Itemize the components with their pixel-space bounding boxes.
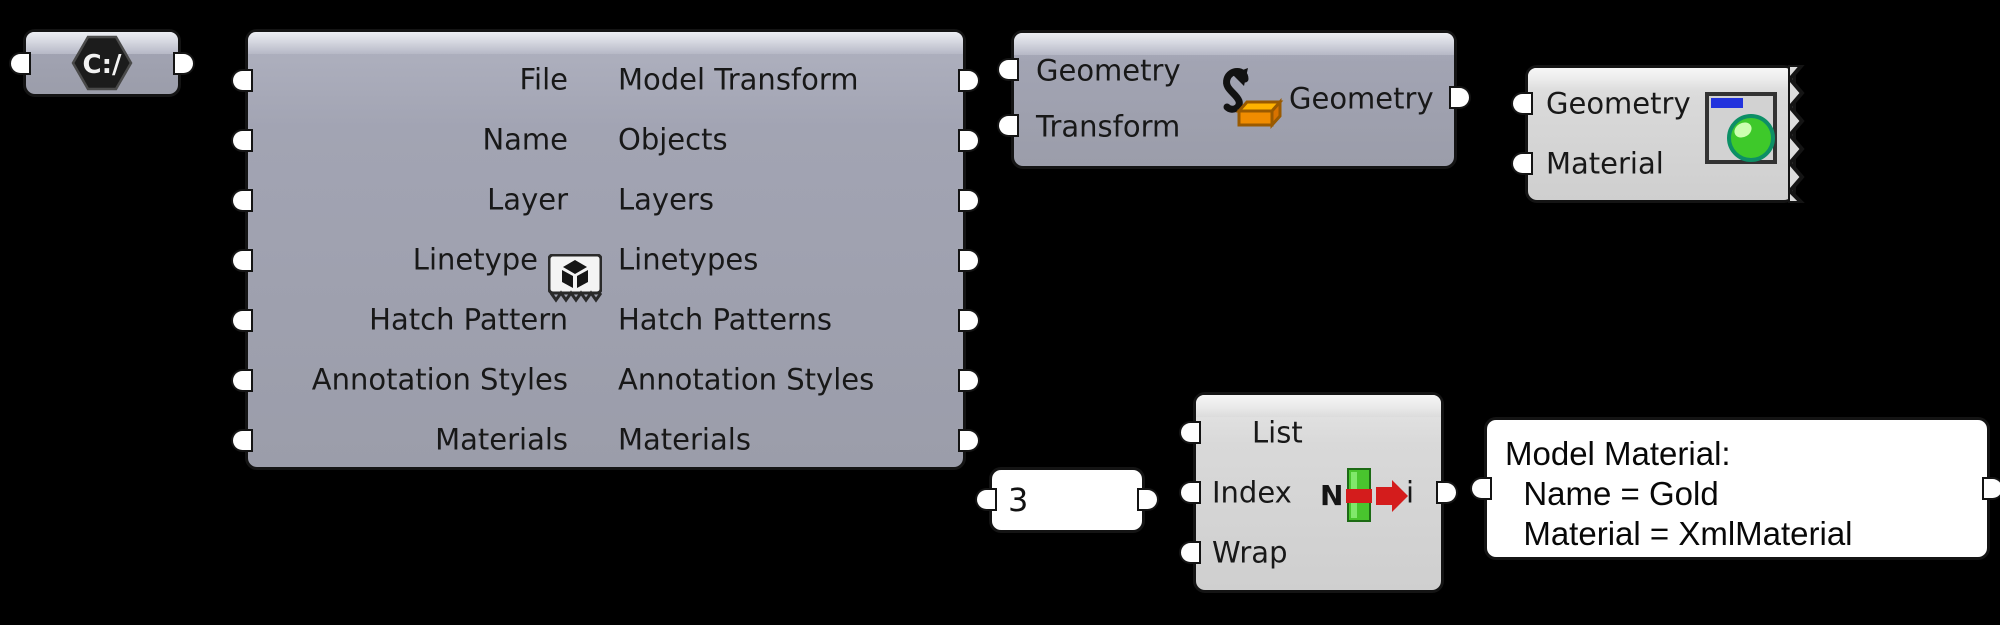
port-input-layer[interactable] <box>233 191 251 210</box>
output-label-layers: Layers <box>618 182 714 217</box>
node-number[interactable]: 3 <box>977 470 1157 530</box>
input-label-layer: Layer <box>487 182 568 217</box>
output-label-hatch-patterns: Hatch Patterns <box>618 302 832 337</box>
input-label-wrap: Wrap <box>1212 535 1288 570</box>
output-label-objects: Objects <box>618 122 728 157</box>
port-input-transform[interactable] <box>999 116 1017 135</box>
node-glass-highlight <box>1014 33 1454 55</box>
list-icon-letter: N <box>1320 479 1343 512</box>
list-item-index-arrow-icon: N <box>1320 468 1408 522</box>
node-panel[interactable]: Model Material: Name = Gold Material = X… <box>1472 420 2000 557</box>
port-input-hatch-pattern[interactable] <box>233 311 251 330</box>
port-input-wrap[interactable] <box>1181 543 1199 562</box>
output-label-linetypes: Linetypes <box>618 242 759 277</box>
input-label-index: Index <box>1212 475 1292 510</box>
port-output-number[interactable] <box>1139 490 1157 509</box>
input-label-file: File <box>519 62 568 97</box>
port-input-geometry[interactable] <box>1513 94 1531 113</box>
port-output-linetypes[interactable] <box>960 251 978 270</box>
port-input-list[interactable] <box>1181 423 1199 442</box>
input-label-annotation-styles: Annotation Styles <box>311 362 568 397</box>
port-input-annotation-styles[interactable] <box>233 371 251 390</box>
input-label-list: List <box>1252 415 1303 450</box>
port-output-panel[interactable] <box>1984 479 2000 498</box>
port-output-layers[interactable] <box>960 191 978 210</box>
output-label-materials: Materials <box>618 422 751 457</box>
input-label-name: Name <box>482 122 568 157</box>
number-value[interactable]: 3 <box>1008 481 1029 519</box>
model-content-cube-icon <box>548 254 602 303</box>
node-custom-preview[interactable]: Geometry Material <box>1513 65 1805 203</box>
port-output-item[interactable] <box>1438 483 1456 502</box>
port-input-geometry[interactable] <box>999 60 1017 79</box>
node-file-path[interactable]: C:/ <box>11 32 193 94</box>
port-input-number[interactable] <box>977 490 995 509</box>
node-glass-highlight <box>1196 395 1441 417</box>
input-label-transform: Transform <box>1036 109 1181 144</box>
port-output-hatch-patterns[interactable] <box>960 311 978 330</box>
port-input-panel[interactable] <box>1472 479 1490 498</box>
svg-text:C:/: C:/ <box>83 50 122 80</box>
node-transform[interactable]: Geometry Transform Geometry <box>999 33 1469 166</box>
material-sphere-icon <box>1705 92 1777 164</box>
panel-text: Model Material: Name = Gold Material = X… <box>1505 435 1853 552</box>
port-input-materials[interactable] <box>233 431 251 450</box>
port-input-linetype[interactable] <box>233 251 251 270</box>
port-output-annotation-styles[interactable] <box>960 371 978 390</box>
port-output-file-path[interactable] <box>175 54 193 73</box>
output-label-annotation-styles: Annotation Styles <box>618 362 875 397</box>
c-drive-hexagon-icon: C:/ <box>71 35 133 91</box>
torn-edge-icon <box>1788 65 1805 203</box>
node-list-item[interactable]: List Index Wrap i N <box>1181 395 1456 590</box>
port-output-geometry[interactable] <box>1451 88 1469 107</box>
port-input-file[interactable] <box>233 71 251 90</box>
port-input-material[interactable] <box>1513 154 1531 173</box>
input-label-hatch-pattern: Hatch Pattern <box>369 302 568 337</box>
node-glass-highlight <box>248 32 963 54</box>
node-model-content[interactable]: File Name Layer Linetype Hatch Pattern A… <box>233 32 978 467</box>
port-output-materials[interactable] <box>960 431 978 450</box>
input-label-material: Material <box>1546 146 1664 181</box>
port-output-objects[interactable] <box>960 131 978 150</box>
input-label-linetype: Linetype <box>412 242 538 277</box>
port-input-index[interactable] <box>1181 483 1199 502</box>
input-label-materials: Materials <box>435 422 568 457</box>
input-label-geometry: Geometry <box>1546 86 1691 121</box>
output-label-item: i <box>1406 475 1415 510</box>
port-input-name[interactable] <box>233 131 251 150</box>
port-input-file-path[interactable] <box>11 54 29 73</box>
output-label-geometry: Geometry <box>1289 81 1434 116</box>
input-label-geometry: Geometry <box>1036 53 1181 88</box>
output-label-model-transform: Model Transform <box>618 62 859 97</box>
transform-arrow-box-icon <box>1223 68 1284 129</box>
port-output-model-transform[interactable] <box>960 71 978 90</box>
